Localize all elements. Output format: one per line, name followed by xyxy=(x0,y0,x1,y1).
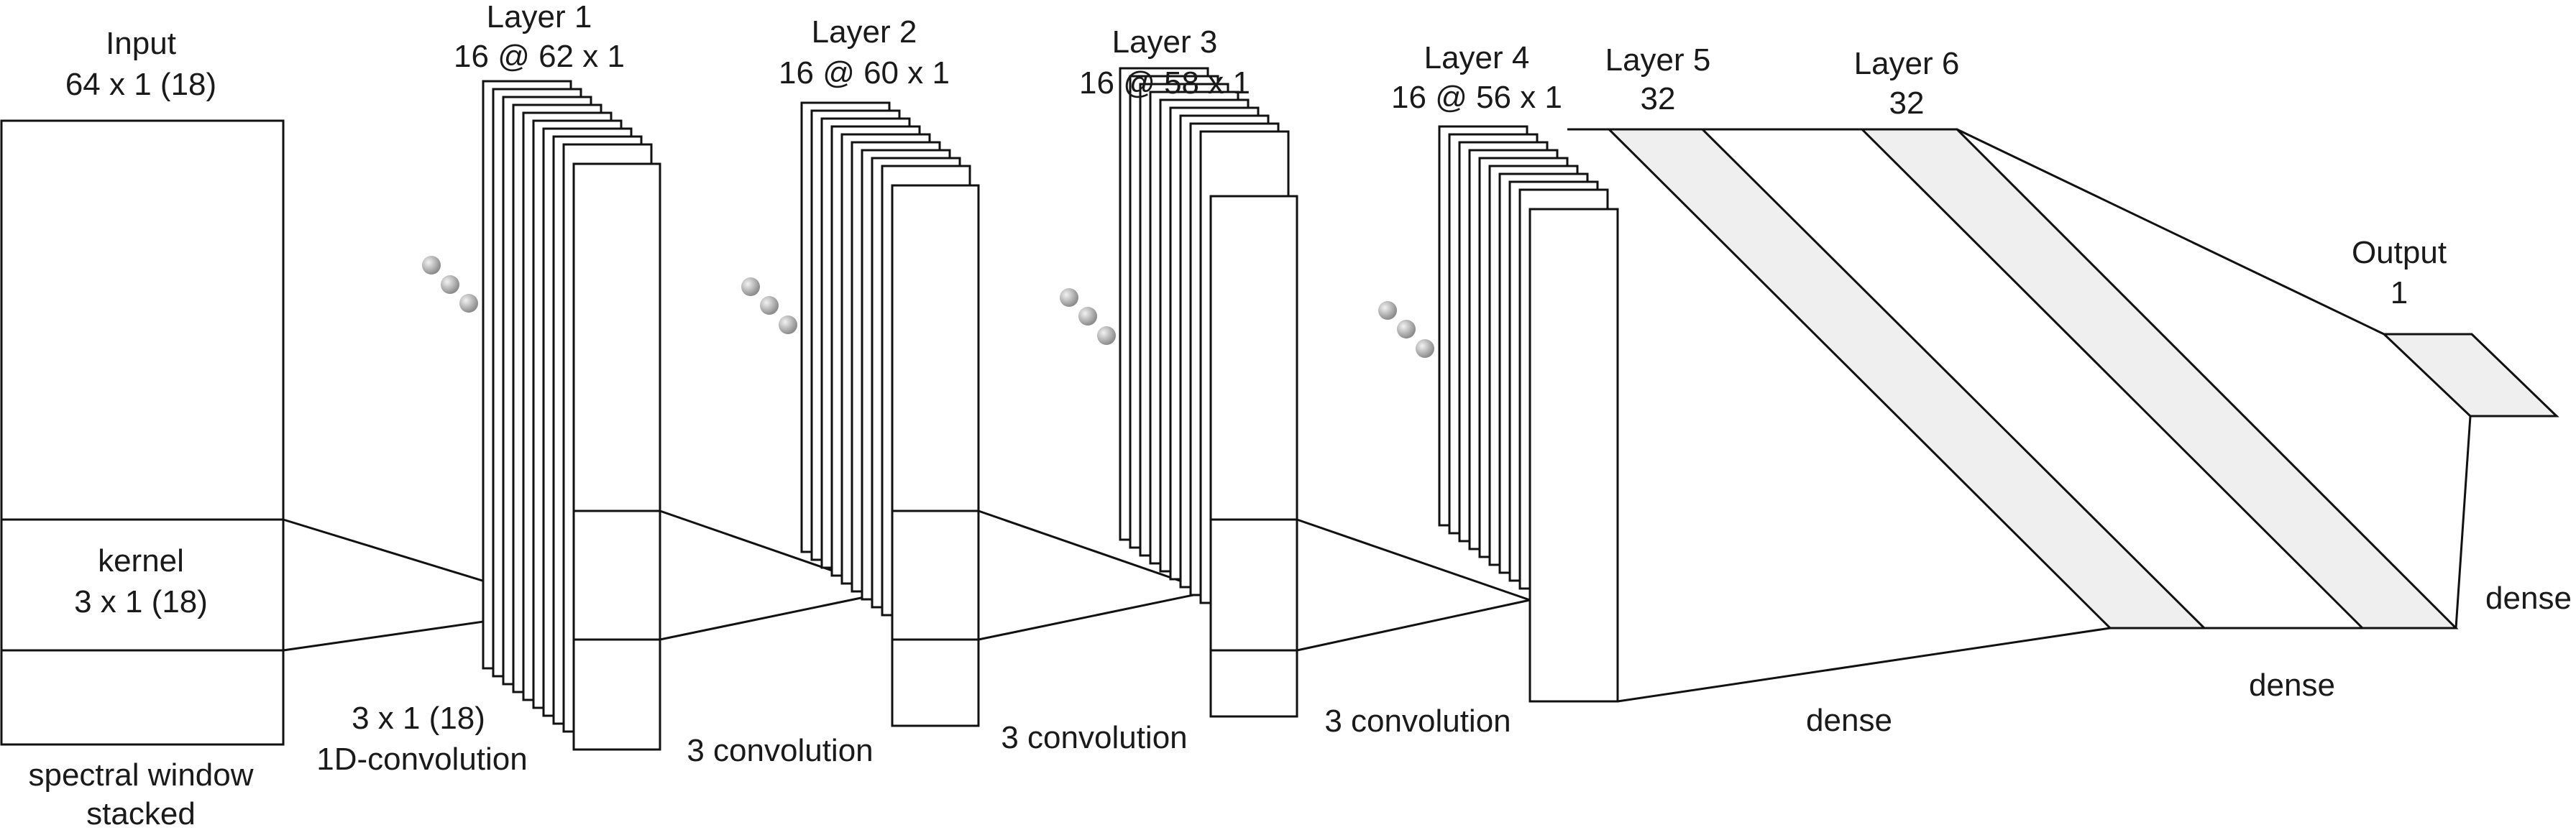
dense1-bottom-line xyxy=(1617,627,2111,703)
conv4-projection-top xyxy=(1296,518,1531,601)
layer3-ellipsis-dots xyxy=(1060,288,1116,345)
layer4-ellipsis-dots xyxy=(1378,301,1434,358)
layer4-stack xyxy=(1438,125,1619,703)
output-title: Output xyxy=(2352,235,2447,270)
conv4-label: 3 convolution xyxy=(1324,704,1511,739)
layer5-size: 32 xyxy=(1641,81,1676,116)
layer3-title: Layer 3 xyxy=(1112,24,1218,60)
layer4-size: 16 @ 56 x 1 xyxy=(1391,80,1562,115)
layer2-size: 16 @ 60 x 1 xyxy=(779,55,950,91)
input-block xyxy=(0,119,285,746)
layer1-title: Layer 1 xyxy=(487,0,592,34)
layer2-stack xyxy=(800,101,980,727)
layer5-band xyxy=(1606,128,2207,630)
kernel-size: 3 x 1 (18) xyxy=(74,584,208,619)
input-title: Input xyxy=(106,26,176,61)
conv2-projection-bottom xyxy=(659,590,893,641)
input-caption-line2: stacked xyxy=(86,796,196,830)
layer5-title: Layer 5 xyxy=(1605,42,1711,78)
layer1-ellipsis-dots xyxy=(422,256,478,313)
dense1-label: dense xyxy=(1806,703,1892,738)
dense2-label: dense xyxy=(2249,668,2335,703)
layer4-title: Layer 4 xyxy=(1424,40,1530,75)
layer2-ellipsis-dots xyxy=(741,277,797,334)
kernel-title: kernel xyxy=(98,543,184,578)
input-size: 64 x 1 (18) xyxy=(65,67,216,102)
conv3-projection-bottom xyxy=(978,590,1211,641)
conv4-projection-bottom xyxy=(1296,599,1531,652)
layer1-stack xyxy=(482,80,661,751)
input-rect xyxy=(0,119,285,746)
conv2-label: 3 convolution xyxy=(687,733,873,768)
layer3-size: 16 @ 58 x 1 xyxy=(1079,65,1250,101)
input-caption-line1: spectral window xyxy=(28,757,253,793)
output-node xyxy=(2381,333,2559,418)
layer1-size: 16 @ 62 x 1 xyxy=(454,39,625,74)
output-projection-top xyxy=(1956,128,2385,336)
conv1-label-line1: 3 x 1 (18) xyxy=(352,701,485,736)
layer6-title: Layer 6 xyxy=(1854,46,1960,81)
layer3-stack xyxy=(1119,67,1298,718)
output-projection-bottom xyxy=(2454,415,2472,629)
output-size: 1 xyxy=(2391,275,2408,310)
conv1-label-line2: 1D-convolution xyxy=(316,742,528,777)
layer2-title: Layer 2 xyxy=(812,14,917,50)
dense3-label: dense xyxy=(2485,581,2572,616)
conv3-label: 3 convolution xyxy=(1001,720,1187,755)
layer6-size: 32 xyxy=(1889,86,1925,121)
